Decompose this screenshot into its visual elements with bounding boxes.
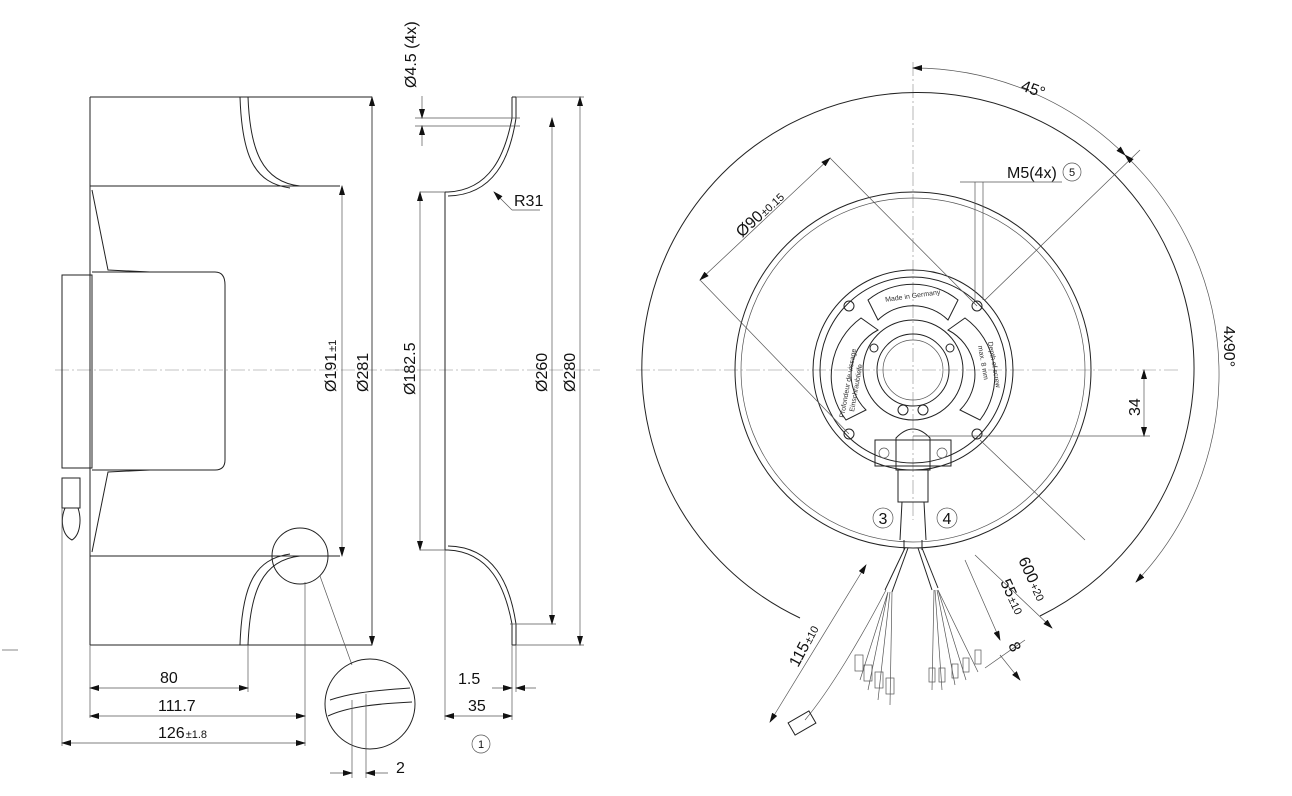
dim-126: 126±1.8 [158, 725, 207, 742]
section-view: Ø4.5 (4x) R31 Ø182.5 Ø260 Ø280 1.5 35 1 [395, 21, 600, 754]
angle-4x90: 4x90° [1220, 326, 1237, 367]
label-depth-2: max. 8 mm [976, 345, 989, 380]
dim-d280: Ø280 [562, 353, 579, 392]
thread-m5: M5(4x) [1007, 165, 1057, 182]
dim-d260: Ø260 [534, 353, 551, 392]
dim-80: 80 [160, 670, 178, 687]
callout-4-circle [936, 507, 958, 529]
dim-35: 35 [468, 698, 486, 715]
callout-4: 4 [943, 511, 952, 528]
callout-1: 1 [478, 739, 484, 751]
callout-3-circle [872, 507, 894, 529]
callout-1-circle [471, 734, 491, 754]
dim-1-5: 1.5 [458, 671, 480, 688]
dim-111-7: 111.7 [158, 698, 196, 715]
detail-dim-2: 2 [396, 760, 405, 777]
callout-5-circle [1062, 162, 1082, 182]
callout-3: 3 [879, 511, 888, 528]
front-view: Made in Germany Depth of screw max. 8 mm… [636, 62, 1237, 736]
dim-55: 55±10 [996, 577, 1027, 618]
label-depth-1: Depth of screw [986, 341, 1001, 389]
angle-45: 45° [1019, 78, 1048, 102]
dim-34: 34 [1127, 398, 1144, 416]
dim-d182-5: Ø182.5 [402, 342, 419, 395]
dim-holes: Ø4.5 (4x) [403, 21, 420, 88]
callout-5: 5 [1069, 167, 1075, 179]
dim-600: 600+20 [1014, 555, 1049, 604]
side-view: 2 Ø191±1 Ø281 80 111.7 126±1.8 [2, 96, 416, 778]
dim-8: 8 [1004, 640, 1023, 655]
dim-115: 115±10 [787, 622, 823, 670]
dim-d191: Ø191±1 [323, 340, 340, 392]
dim-r31: R31 [514, 193, 543, 210]
dim-d281: Ø281 [355, 353, 372, 392]
dim-d90: Ø90±0.15 [733, 188, 788, 240]
